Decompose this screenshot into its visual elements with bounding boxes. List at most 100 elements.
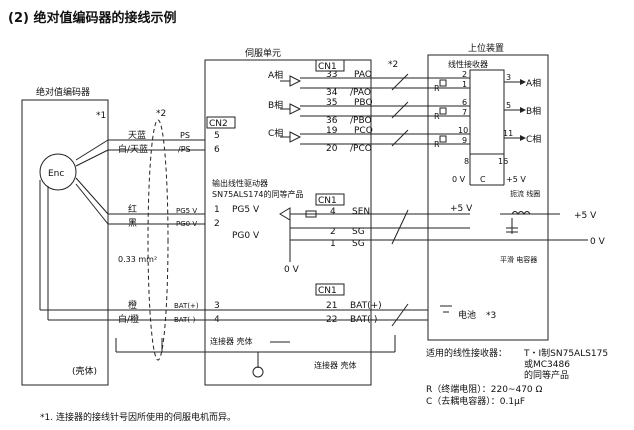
servo-unit-box <box>204 59 372 386</box>
pin-34: 34 <box>326 88 338 98</box>
sig-npao: /PAO <box>350 88 371 98</box>
signal-lines <box>300 73 470 147</box>
cn1-top-label: CN1 <box>318 62 337 72</box>
pin-35: 35 <box>326 98 337 108</box>
note-star1: *1 <box>96 111 106 121</box>
driver-a <box>289 75 302 87</box>
driver-b <box>289 103 302 115</box>
rx-5v: +5 V <box>506 175 526 184</box>
driver-label-line1: 输出线性驱动器 <box>212 178 268 188</box>
note-star3: *3 <box>486 311 496 321</box>
receiver-note-value3: 的同等产品 <box>524 369 569 381</box>
smooth-cap-label: 平滑 电容器 <box>500 255 537 264</box>
cn1-bot-tag <box>315 283 345 296</box>
cn1-bot-label: CN1 <box>318 286 337 296</box>
cn1-mid-tag <box>315 193 345 206</box>
cn1-pin-1: 1 <box>330 239 336 249</box>
footnote: *1. 连接器的接线针号因所使用的伺服电机而异。 <box>40 411 236 423</box>
cn1-pin-4: 4 <box>330 207 336 217</box>
rx-pin-10: 10 <box>458 126 468 135</box>
encoder-box <box>21 99 109 386</box>
servo-0v: 0 V <box>284 265 300 275</box>
receiver-note-label: 适用的线性接收器： <box>426 347 507 359</box>
wire-cross-section: 0.33 mm² <box>118 255 157 264</box>
wire-white-orange: 白/橙 <box>118 313 139 325</box>
encoder-title: 绝对值编码器 <box>36 86 90 98</box>
wire-orange: 橙 <box>128 299 137 311</box>
pin-20: 20 <box>326 144 338 154</box>
cn2-tag <box>206 116 236 129</box>
pin-33: 33 <box>326 70 337 80</box>
cn1-pin-22: 22 <box>326 315 337 325</box>
note-star2-right: *2 <box>388 60 398 70</box>
pg0v-label: PG0 V <box>232 231 260 241</box>
sig-ps: PS <box>180 131 190 140</box>
rx-pin-6: 6 <box>462 98 467 107</box>
cn2-pin-3: 3 <box>214 301 220 311</box>
sig-sen: SEN <box>352 207 370 217</box>
sen-5v: +5 V <box>450 204 473 214</box>
rx-pin-9: 9 <box>462 136 467 145</box>
rx-pin-5: 5 <box>506 101 511 110</box>
encoder-wires <box>39 119 205 361</box>
rx-c: C <box>480 175 486 184</box>
sig-nps: /PS <box>178 145 191 154</box>
receiver-note-c: C（去耦电容器）：0.1μF <box>426 395 525 407</box>
pin-19: 19 <box>326 126 338 136</box>
rx-out-c: C相 <box>526 133 541 145</box>
sig-pg5v: PG5 V <box>176 207 197 215</box>
sig-bat-plus: BAT(+) <box>174 302 199 310</box>
host-device-title: 上位装置 <box>468 42 504 54</box>
supply-5v: +5 V <box>574 211 597 221</box>
r-label-b: R <box>434 112 440 121</box>
driver-label-line2: SN75ALS174的同等产品 <box>212 189 304 199</box>
pin-36: 36 <box>326 116 338 126</box>
rx-pin-7: 7 <box>462 108 467 117</box>
cn1-pin-21: 21 <box>326 301 337 311</box>
line-receiver-ic <box>469 69 505 155</box>
host-device-box <box>427 54 549 341</box>
line-receiver-label: 线性接收器 <box>448 59 488 69</box>
rx-out-b: B相 <box>526 105 541 117</box>
sig-bat-plus-cn1: BAT(+) <box>350 301 382 311</box>
cn2-pin-2: 2 <box>214 219 220 229</box>
phase-c-label: C相 <box>268 127 283 139</box>
cn2-pin-1: 1 <box>214 205 220 215</box>
sig-sg-1: SG <box>352 239 365 249</box>
encoder-symbol <box>39 153 77 191</box>
phase-a-label: A相 <box>268 69 283 81</box>
shield-ground <box>115 335 396 378</box>
receiver-note-value2: 或MC3486 <box>524 358 570 370</box>
encoder-symbol-label: Enc <box>48 169 64 179</box>
sig-pbo: PBO <box>354 98 373 108</box>
sig-pco: PCO <box>354 126 373 136</box>
pg5v-label: PG5 V <box>232 205 260 215</box>
sig-pg0v: PG0 V <box>176 220 197 228</box>
wire-skyblue: 天蓝 <box>128 129 146 141</box>
rx-pin-8: 8 <box>464 157 469 166</box>
cn2-label: CN2 <box>209 119 228 129</box>
sig-bat-minus-cn1: BAT(-) <box>350 315 377 325</box>
wire-white-skyblue: 白/天蓝 <box>118 143 148 155</box>
sig-bat-minus: BAT(-) <box>174 316 196 324</box>
rx-pin-2: 2 <box>462 70 467 79</box>
sig-npco: /PCO <box>350 144 372 154</box>
shell-label: (壳体) <box>72 365 97 377</box>
rx-pin-11: 11 <box>503 129 513 138</box>
note-star2-left: *2 <box>156 109 166 119</box>
sig-pao: PAO <box>354 70 372 80</box>
cn2-pin-5: 5 <box>214 131 220 141</box>
rx-pin-1: 1 <box>462 80 467 89</box>
wire-black: 黑 <box>128 218 137 229</box>
conn-shell-right: 连接器 壳体 <box>314 360 357 370</box>
sen-sg-lines <box>279 207 588 262</box>
rx-0v: 0 V <box>452 175 466 184</box>
rx-pin-16: 16 <box>498 157 508 166</box>
receiver-note-r: R（终端电阻）：220~470 Ω <box>426 383 543 395</box>
wire-red: 红 <box>128 203 137 215</box>
receiver-note-value1: T・I制SN75ALS175 <box>523 347 608 359</box>
rx-out-a: A相 <box>526 77 541 89</box>
servo-unit-title: 伺服单元 <box>245 47 281 59</box>
cn1-top-tag <box>315 59 345 72</box>
